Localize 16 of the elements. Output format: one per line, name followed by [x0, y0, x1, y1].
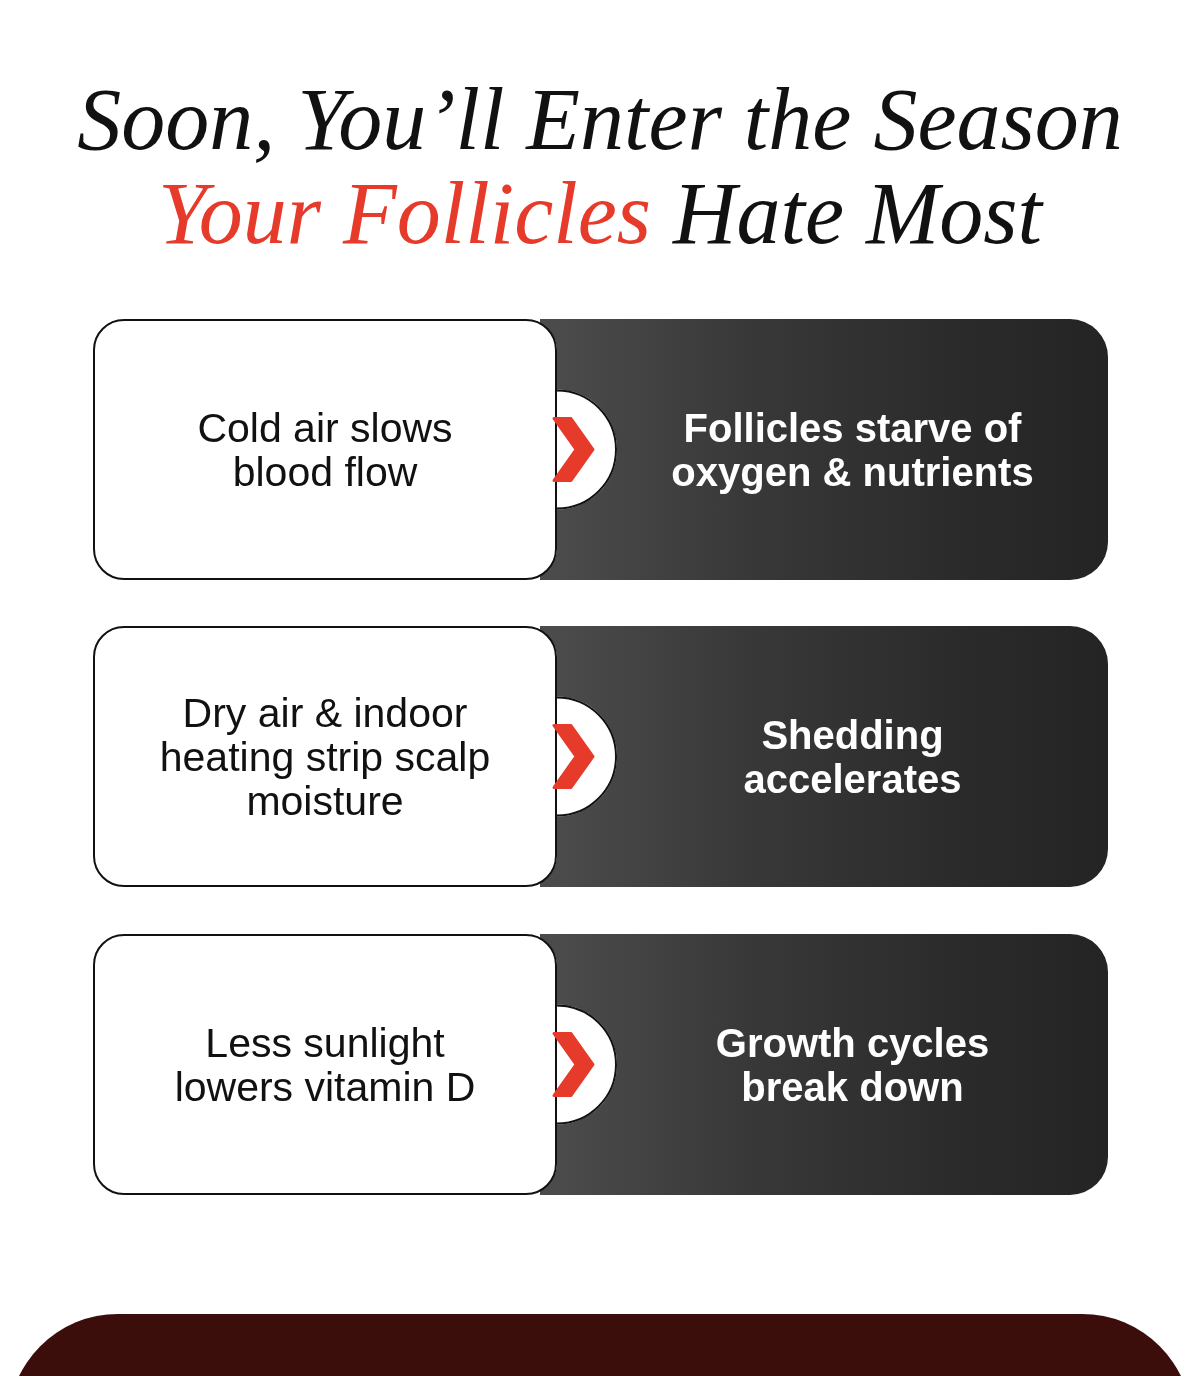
cause-text: Dry air & indoor heating strip scalp moisture: [158, 690, 492, 823]
effect-text: Growth cycles break down: [714, 1020, 991, 1109]
cause-card: [93, 319, 557, 580]
effect-text: Shedding accelerates: [742, 712, 963, 801]
chevron-arrow: [552, 1032, 595, 1097]
chevron-arrow: [552, 724, 595, 789]
effect-card: [557, 319, 1108, 580]
title: Soon, You’ll Enter the Season Your Follicles Hate Most: [76, 73, 1124, 261]
cause-card: [93, 934, 557, 1195]
effect-card: [557, 934, 1108, 1195]
chevron-arrow: [552, 417, 595, 482]
effect-card: [557, 626, 1108, 887]
cause-card: [93, 626, 557, 887]
cause-text: Less sunlight lowers vitamin D: [173, 1020, 477, 1109]
cause-text: Cold air slows blood flow: [196, 405, 454, 494]
effect-text: Follicles starve of oxygen & nutrients: [670, 405, 1035, 494]
